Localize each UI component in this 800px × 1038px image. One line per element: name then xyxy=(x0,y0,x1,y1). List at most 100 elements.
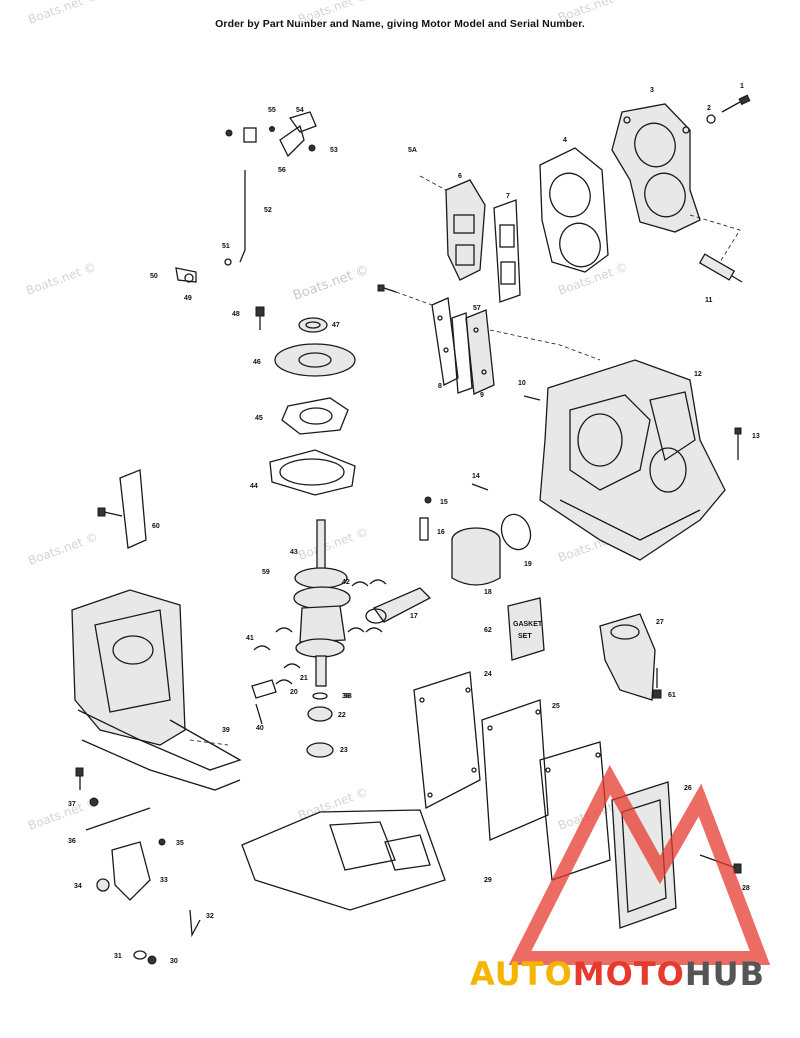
exhaust-plate-9 xyxy=(465,309,495,395)
callout-31: 31 xyxy=(114,953,122,960)
callout-45: 45 xyxy=(255,415,263,422)
throttle-linkage xyxy=(175,111,317,283)
callout-48: 48 xyxy=(232,311,240,318)
callout-26: 26 xyxy=(684,785,692,792)
callout-3: 3 xyxy=(650,87,654,94)
callout-32: 32 xyxy=(206,913,214,920)
callout-29: 29 xyxy=(484,877,492,884)
callout-30: 30 xyxy=(170,958,178,965)
watermark: Boats.net © xyxy=(291,263,371,304)
callout-39: 39 xyxy=(222,727,230,734)
exhaust-gasket-57 xyxy=(451,312,473,394)
callout-12-block: 12 xyxy=(694,371,702,378)
base-gasket-29 xyxy=(241,809,446,911)
pin-14 xyxy=(471,483,489,491)
callout-42: 42 xyxy=(342,579,350,586)
callout-13: 13 xyxy=(752,433,760,440)
callout-58: 58 xyxy=(344,693,352,700)
callout-34: 34 xyxy=(74,883,82,890)
callout-49: 49 xyxy=(184,295,192,302)
callout-37: 37 xyxy=(68,801,76,808)
watermark: Boats.net © xyxy=(26,0,100,27)
piston-18 xyxy=(451,527,501,586)
callout-55: 55 xyxy=(268,107,276,114)
callout-28: 28 xyxy=(742,885,750,892)
callout-59: 59 xyxy=(262,569,270,576)
callout-27: 27 xyxy=(656,619,664,626)
callout-21: 21 xyxy=(300,675,308,682)
callout-43: 43 xyxy=(290,549,298,556)
bolt-1 xyxy=(721,94,751,113)
screw-5 xyxy=(377,284,397,293)
callout-35: 35 xyxy=(176,840,184,847)
callout-23: 23 xyxy=(340,747,348,754)
callout-25: 25 xyxy=(552,703,560,710)
bracket-60 xyxy=(97,469,147,549)
callout-7: 7 xyxy=(506,193,510,200)
watermark: Boats.net © xyxy=(296,525,370,563)
carton-label: GASKET xyxy=(513,621,543,628)
cylinder-block-12 xyxy=(539,359,726,561)
callout-1: 1 xyxy=(740,83,744,90)
callout-9: 9 xyxy=(480,392,484,399)
exhaust-plate-24a xyxy=(413,671,481,810)
callout-10: 10 xyxy=(518,380,526,387)
callout-52: 52 xyxy=(264,207,272,214)
callout-60: 60 xyxy=(152,523,160,530)
exhaust-plate-25 xyxy=(481,699,549,841)
callout-15: 15 xyxy=(440,499,448,506)
exhaust-plate-24b xyxy=(539,741,611,881)
transfer-gasket-7 xyxy=(493,199,521,303)
callout-57: 57 xyxy=(473,305,481,312)
needle-bearings xyxy=(253,579,387,685)
callout-36: 36 xyxy=(68,838,76,845)
wrist-pin-16 xyxy=(419,517,429,541)
callout-61: 61 xyxy=(668,692,676,699)
water-cover-27 xyxy=(599,613,662,701)
exhaust-plate-8 xyxy=(431,297,459,386)
callout-2: 2 xyxy=(707,105,711,112)
callout-5a: 5A xyxy=(408,147,417,154)
washer-2 xyxy=(706,114,716,124)
callout-40: 40 xyxy=(256,725,264,732)
watermark: Boats.net © xyxy=(26,795,100,833)
clip-15 xyxy=(424,496,432,504)
callout-17: 17 xyxy=(410,613,418,620)
callout-4: 4 xyxy=(563,137,567,144)
watermark: Boats.net © xyxy=(26,530,100,568)
callout-50: 50 xyxy=(150,273,158,280)
connecting-rod-17 xyxy=(365,587,432,624)
callout-20: 20 xyxy=(290,689,298,696)
callout-38: 38 xyxy=(342,693,350,700)
order-instructions: Order by Part Number and Name, giving Mo… xyxy=(215,18,585,30)
callout-8: 8 xyxy=(438,383,442,390)
cylinder-head-gasket xyxy=(539,147,609,273)
automotohub-logo xyxy=(508,765,771,965)
callout-16: 16 xyxy=(437,529,445,536)
callout-44: 44 xyxy=(250,483,258,490)
callout-22: 22 xyxy=(338,712,346,719)
carton-label: SET xyxy=(518,633,532,640)
callouts: 1 2 3 4 5A 6 7 8 9 10 11 12 13 14 15 16 … xyxy=(68,83,760,965)
crankcase-12 xyxy=(71,589,242,791)
callout-47: 47 xyxy=(332,322,340,329)
watermark: Boats.net © xyxy=(556,0,630,25)
rod-cap-17 xyxy=(251,679,277,725)
bearing-housing xyxy=(255,306,356,496)
bearings-22-23-58 xyxy=(306,692,334,758)
callout-24: 24 xyxy=(484,671,492,678)
callout-56: 56 xyxy=(278,167,286,174)
screw-13 xyxy=(734,427,742,460)
dowel-10 xyxy=(523,395,541,401)
callout-14: 14 xyxy=(472,473,480,480)
callout-53: 53 xyxy=(330,147,338,154)
piston-ring-19 xyxy=(500,513,532,551)
callout-54: 54 xyxy=(296,107,304,114)
screws-lower-left xyxy=(75,767,201,965)
brand-wordmark: AUTOMOTOHUB xyxy=(470,955,766,993)
callout-41: 41 xyxy=(246,635,254,642)
callout-62: 62 xyxy=(484,627,492,634)
callout-11: 11 xyxy=(705,297,713,304)
callout-19: 19 xyxy=(524,561,532,568)
